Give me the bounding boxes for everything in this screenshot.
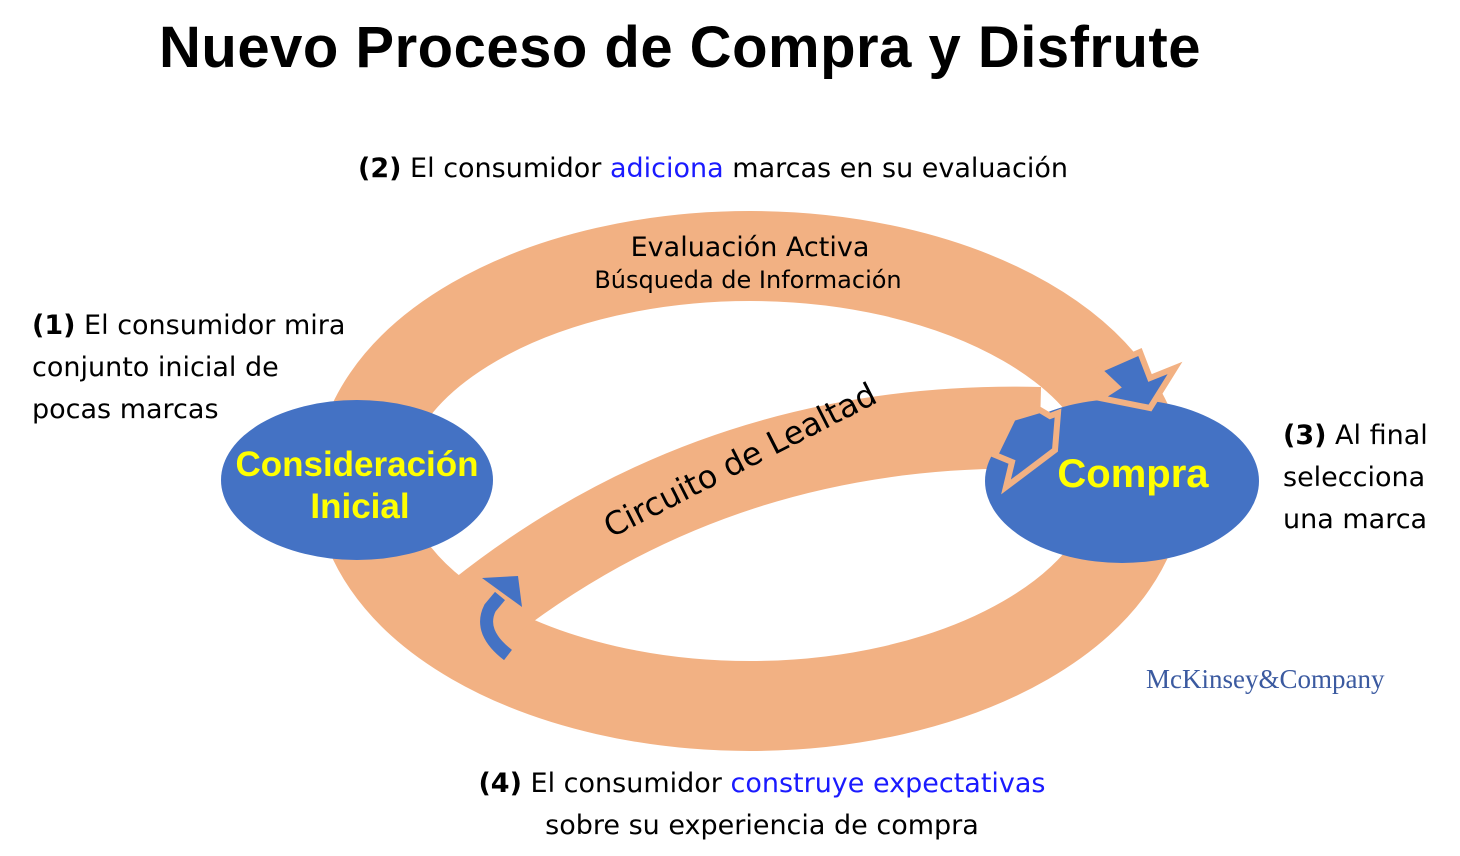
caption-text: selecciona [1283,462,1426,493]
step-number: (1) [32,310,76,341]
caption-highlight: construye expectativas [730,768,1046,799]
node-consideracion-inicial [221,400,493,560]
caption-text: Al final [1326,420,1428,451]
caption-text: El consumidor [401,153,610,184]
loyalty-loop-band [452,386,1042,645]
step-4-caption: (4) El consumidor construye expectativas… [462,763,1062,847]
caption-text: una marca [1283,504,1428,535]
caption-text: pocas marcas [32,394,219,425]
arrow-down-icon [990,406,1062,495]
node-right-label: Compra [1057,452,1209,496]
step-1-caption: (1) El consumidor mira conjunto inicial … [32,305,345,431]
step-number: (2) [358,153,402,184]
caption-text: marcas en su evaluación [723,153,1069,184]
caption-text: sobre su experiencia de compra [545,810,979,841]
step-number: (3) [1283,420,1327,451]
caption-text: El consumidor [521,768,731,799]
ring-label-2: Búsqueda de Información [594,266,901,294]
curved-arrow-icon [480,591,513,661]
step-2-caption: (2) El consumidor adiciona marcas en su … [358,148,1068,190]
caption-highlight: adiciona [610,153,724,184]
caption-text: El consumidor mira [75,310,346,341]
curved-arrow-head-icon [482,576,522,607]
page-title: Nuevo Proceso de Compra y Disfrute [159,15,1201,80]
caption-text: conjunto inicial de [32,352,279,383]
arrow-down-icon [1092,347,1183,412]
mckinsey-logo: McKinsey&Company [1146,664,1385,694]
step-3-caption: (3) Al final selecciona una marca [1283,415,1428,541]
ring-label-1: Evaluación Activa [631,232,870,263]
node-left-line1: Consideración [235,445,478,484]
step-number: (4) [478,768,522,799]
node-left-line2: Inicial [310,487,409,526]
